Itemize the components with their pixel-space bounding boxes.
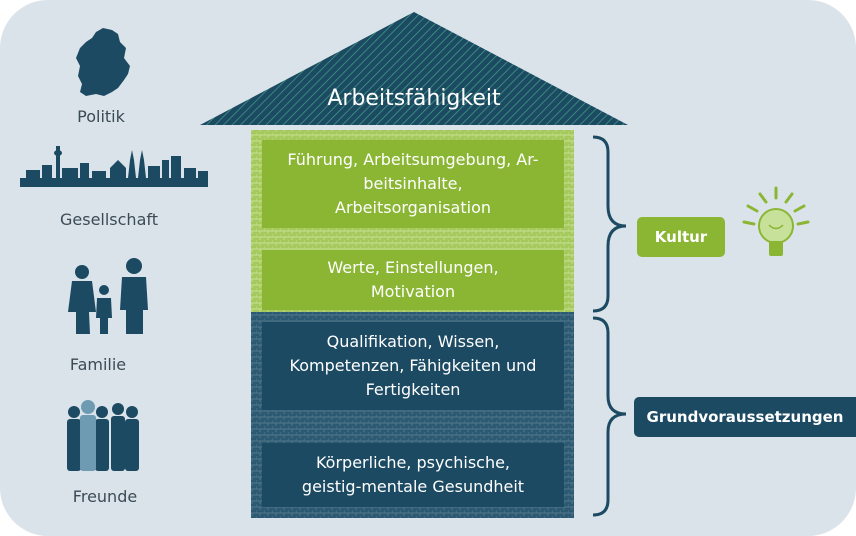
floor-qualifikation-box	[262, 322, 564, 410]
floor-werte-line-2: Motivation	[370, 282, 456, 301]
grundvoraussetzungen-tag: Grundvoraussetzungen	[634, 397, 856, 437]
floor-fuehrung-line-3: Arbeitsorganisation	[335, 198, 491, 217]
floor-fuehrung-line-2: beitsinhalte,	[363, 174, 463, 193]
floor-gesundheit: Körperliche, psychische, geistig-mentale…	[262, 443, 564, 507]
house-roof	[200, 12, 628, 125]
germany-map-icon	[76, 28, 130, 96]
floor-qualifikation-line-2: Kompetenzen, Fähigkeiten und	[289, 356, 537, 375]
label-freunde: Freunde	[72, 487, 138, 506]
floor-werte-box	[262, 250, 564, 310]
floor-fuehrung-line-1: Führung, Arbeitsumgebung, Ar-	[287, 150, 539, 169]
floor-fuehrung: Führung, Arbeitsumgebung, Ar- beitsinhal…	[262, 140, 564, 228]
floor-gesundheit-box	[262, 443, 564, 507]
kultur-tag: Kultur	[637, 217, 725, 257]
floor-werte-line-1: Werte, Einstellungen,	[327, 258, 499, 277]
floor-werte: Werte, Einstellungen, Motivation	[262, 250, 564, 310]
friends-group-icon	[67, 400, 139, 471]
label-gesellschaft: Gesellschaft	[59, 210, 158, 229]
floor-gesundheit-line-1: Körperliche, psychische,	[315, 453, 511, 472]
label-politik: Politik	[77, 107, 125, 126]
floor-qualifikation: Qualifikation, Wissen, Kompetenzen, Fähi…	[262, 322, 564, 410]
city-skyline-icon	[20, 146, 208, 187]
floor-gesundheit-line-2: geistig-mentale Gesundheit	[301, 477, 525, 496]
lightbulb-icon	[742, 186, 810, 256]
family-icon	[68, 258, 148, 334]
grundvoraussetzungen-brace	[592, 316, 627, 517]
floor-qualifikation-line-3: Fertigkeiten	[365, 380, 461, 399]
roof-label: Arbeitsfähigkeit	[327, 86, 501, 111]
kultur-brace	[592, 135, 627, 313]
label-familie: Familie	[69, 355, 127, 374]
floor-fuehrung-box	[262, 140, 564, 228]
floor-qualifikation-line-1: Qualifikation, Wissen,	[326, 332, 500, 351]
